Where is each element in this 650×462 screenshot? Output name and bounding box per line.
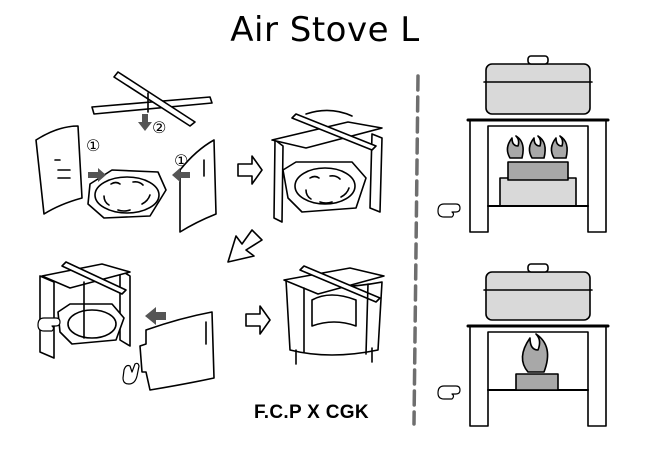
arrow-right-icon — [237, 155, 263, 185]
stove-step3 — [39, 261, 215, 391]
flame-icon — [550, 135, 568, 159]
pot-icon — [485, 63, 591, 115]
pot-icon — [485, 271, 591, 321]
stove-final — [283, 265, 385, 365]
step-marker: ② — [152, 118, 166, 137]
assembled-stove-step2 — [271, 109, 383, 223]
flame-icon — [506, 135, 524, 159]
step-marker: ① — [174, 151, 188, 170]
dashed-divider — [412, 74, 420, 426]
pointing-hand-icon — [437, 203, 461, 218]
arrow-right-icon — [88, 168, 106, 182]
arrow-down-left-icon — [227, 229, 263, 263]
base-plate — [87, 169, 167, 219]
flame-icon — [521, 333, 549, 373]
flame-icon — [528, 135, 546, 159]
arrow-left-icon — [172, 168, 190, 182]
arrow-left-icon — [145, 307, 166, 325]
arrow-right-icon — [245, 305, 271, 335]
cross-bars-part — [91, 71, 213, 127]
step-marker: ① — [86, 136, 100, 155]
arrow-down-icon — [138, 114, 152, 131]
side-panel-right — [179, 139, 217, 233]
usage-bottom — [437, 263, 610, 427]
side-panel-left — [35, 125, 83, 215]
pointing-hand-icon — [437, 385, 461, 400]
diagram-title: Air Stove L — [230, 10, 420, 50]
credit-label: F.C.P X CGK — [254, 402, 369, 423]
usage-top — [437, 55, 610, 233]
pointing-hand-icon — [37, 317, 140, 385]
